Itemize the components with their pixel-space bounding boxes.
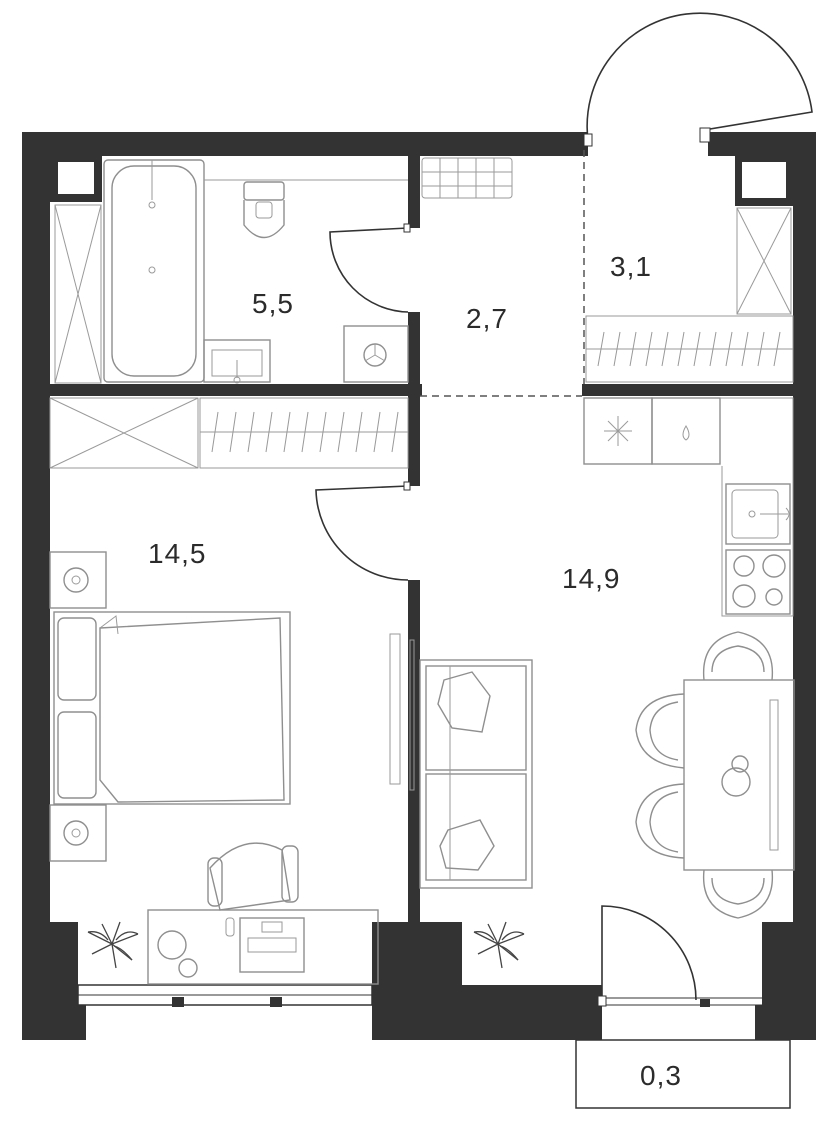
- bathroom-fixtures: [54, 159, 411, 384]
- wardrobe-area-label: 3,1: [610, 251, 652, 282]
- balcony: [575, 997, 791, 1109]
- kitchen-fixtures: [409, 397, 795, 1007]
- kitchen-living-area-label: 14,9: [562, 563, 621, 594]
- entrance-fixtures: [583, 12, 813, 383]
- balcony-area-label: 0,3: [640, 1060, 682, 1091]
- walls: [22, 132, 816, 1040]
- hallway-area-label: 2,7: [466, 303, 508, 334]
- bathroom-area-label: 5,5: [252, 288, 294, 319]
- hallway-fixtures: [420, 150, 585, 397]
- bedroom-fixtures: [49, 397, 411, 985]
- bedroom-window: [77, 984, 373, 1007]
- bedroom-area-label: 14,5: [148, 538, 207, 569]
